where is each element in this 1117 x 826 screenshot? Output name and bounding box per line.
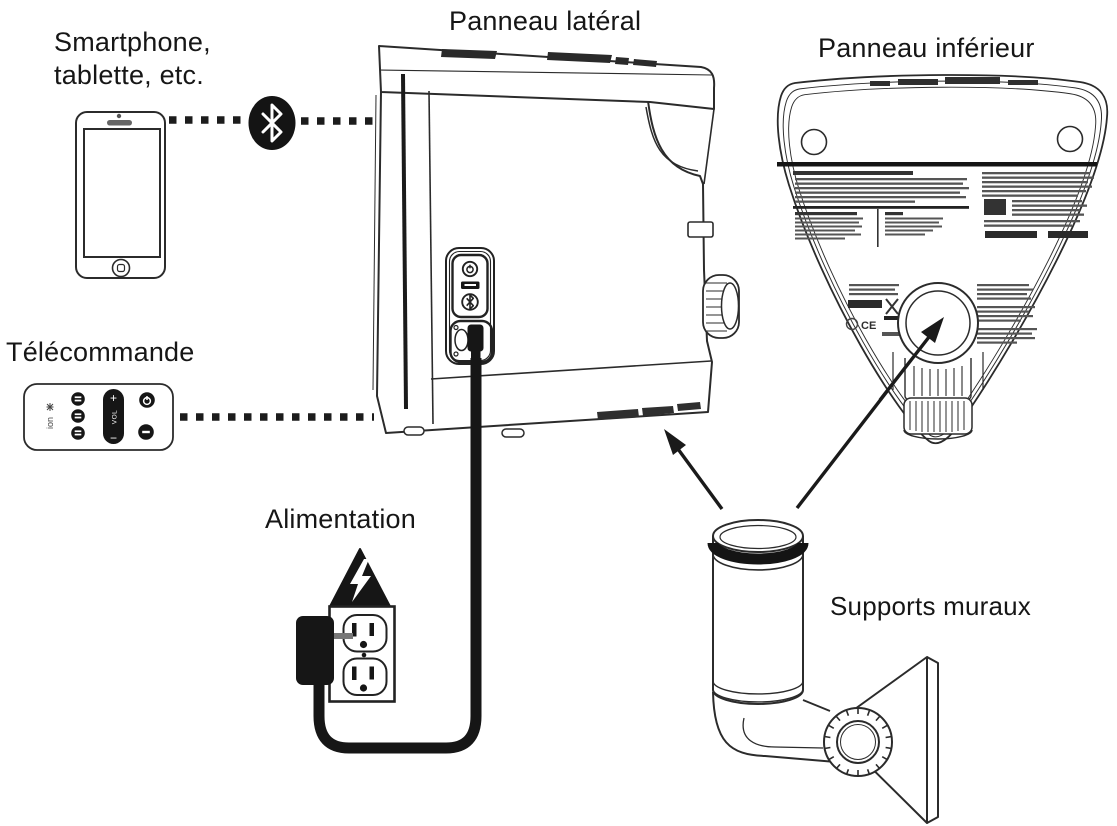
smartphone-illustration xyxy=(75,111,166,279)
remote-left-buttons xyxy=(71,392,85,440)
speaker-top-cap xyxy=(378,45,716,110)
wall-mounts-label: Supports muraux xyxy=(830,591,1031,621)
phone-screen xyxy=(83,128,161,258)
power-supply-illustration xyxy=(296,358,482,754)
wall-outlet xyxy=(328,605,396,703)
screw-hole-right xyxy=(1056,125,1084,153)
speaker-rear-tab xyxy=(687,221,714,238)
remote-volume-rocker: + VOL − xyxy=(103,389,124,445)
speaker-handle-curve xyxy=(645,106,699,172)
power-cable xyxy=(313,358,482,754)
volume-minus-label: − xyxy=(110,431,117,445)
bluetooth-connection xyxy=(169,96,374,150)
power-supply-label: Alimentation xyxy=(265,504,416,534)
mount-arm-slot xyxy=(742,717,824,749)
power-adapter xyxy=(296,616,334,685)
power-icon xyxy=(142,396,152,406)
dc-power-plug xyxy=(467,324,484,361)
usb-port-icon xyxy=(461,281,480,289)
cylinder-dark-band xyxy=(707,542,809,565)
connector-panel xyxy=(445,247,495,365)
mount-lock-knob xyxy=(823,707,893,777)
wall-mount-illustration xyxy=(664,317,944,824)
speaker-side-view xyxy=(372,45,740,438)
smartphone-label-line1: Smartphone, xyxy=(54,27,211,57)
smartphone-label: Smartphone, tablette, etc. xyxy=(54,26,211,92)
e-mark-icon xyxy=(845,317,859,331)
remote-illustration: ion + VOL − xyxy=(23,383,174,451)
speaker-front-grille-edge xyxy=(401,73,408,410)
remote-brand-logo: ion xyxy=(45,403,55,429)
speaker-body xyxy=(376,90,713,434)
volume-plus-label: + xyxy=(110,391,117,405)
certification-marks: CE xyxy=(845,284,1037,344)
ce-mark: CE xyxy=(861,320,876,332)
regulatory-label-fine-print xyxy=(793,171,1094,247)
phone-speaker-slit xyxy=(107,120,132,126)
label-top-rule xyxy=(777,162,1097,167)
speaker-side-knob xyxy=(702,274,740,339)
remote-brand-text: ion xyxy=(45,417,55,429)
bottom-panel-illustration: CE xyxy=(776,74,1109,445)
speaker-bottom-vents xyxy=(597,402,701,420)
smartphone-label-line2: tablette, etc. xyxy=(54,60,204,90)
home-button-icon xyxy=(111,258,131,278)
high-voltage-triangle-icon xyxy=(329,548,391,608)
screw-hole-left xyxy=(800,128,828,156)
side-panel-label: Panneau latéral xyxy=(449,6,642,36)
volume-text: VOL xyxy=(112,410,119,425)
mount-cylinder xyxy=(707,519,809,705)
remote-label: Télécommande xyxy=(6,337,195,367)
top-edge-smudge xyxy=(870,77,1038,86)
bottom-panel-label: Panneau inférieur xyxy=(818,33,1035,63)
remote-right-buttons xyxy=(138,392,155,440)
power-icon xyxy=(461,260,479,278)
speaker-top-vents xyxy=(441,49,657,67)
bluetooth-icon xyxy=(248,96,296,150)
mount-arrow-to-speaker xyxy=(664,429,724,511)
mount-arrow-to-bottom-panel-head xyxy=(878,317,944,402)
weee-bin-icon xyxy=(885,298,899,315)
bluetooth-icon xyxy=(461,293,479,311)
phone-camera-dot xyxy=(116,113,122,119)
speaker-feet xyxy=(403,426,525,438)
bluetooth-wordmark xyxy=(848,300,882,308)
mount-arm xyxy=(712,691,837,763)
